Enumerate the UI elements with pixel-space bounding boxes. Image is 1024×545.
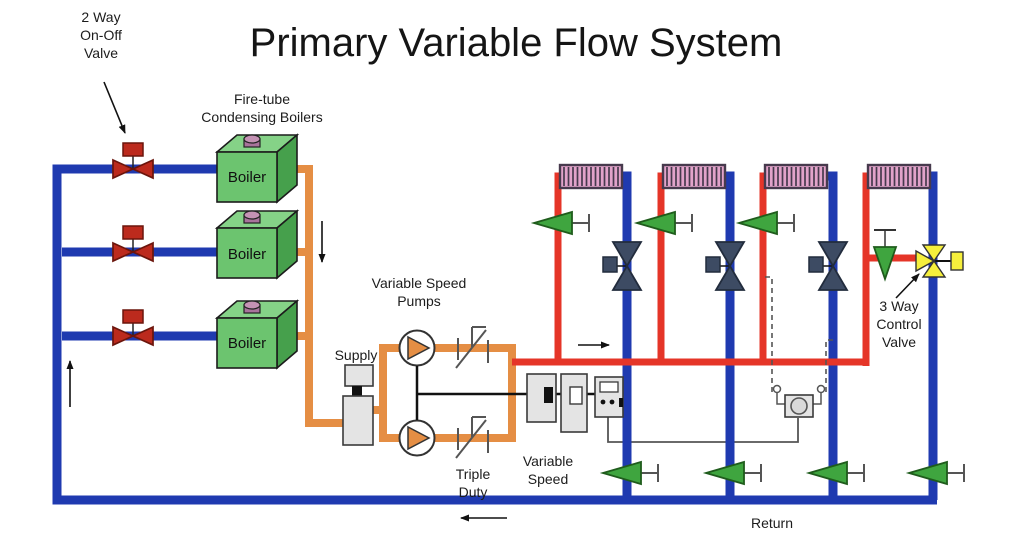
boiler-2-label: Boiler bbox=[228, 246, 266, 263]
label-arrow-three-way-valve bbox=[895, 273, 920, 299]
starter-box bbox=[526, 373, 557, 423]
pump-control-wiring bbox=[415, 366, 595, 420]
return-balancing-valve-3 bbox=[808, 461, 865, 485]
boiler-3-label: Boiler bbox=[228, 335, 266, 352]
vfd-dp-sensor-wire bbox=[607, 417, 799, 443]
cooling-coil-4 bbox=[866, 163, 932, 190]
coil3-return-riser bbox=[823, 171, 838, 500]
two-way-control-valve-1 bbox=[602, 241, 642, 291]
vfd-controller bbox=[594, 376, 624, 418]
two-way-control-valve-2 bbox=[705, 241, 745, 291]
boiler-supply-piping bbox=[288, 165, 516, 442]
supply-sensor bbox=[342, 364, 374, 446]
coil3-supply-riser bbox=[759, 172, 769, 365]
coil4-supply-riser bbox=[862, 172, 872, 366]
boiler1-header bbox=[288, 165, 344, 427]
coil1-supply-riser bbox=[554, 172, 564, 365]
return-piping bbox=[52, 164, 938, 505]
differential-pressure-sensor bbox=[765, 276, 833, 418]
cooling-coil-3 bbox=[763, 163, 829, 190]
pump-bottom bbox=[398, 419, 436, 457]
pump-top bbox=[398, 329, 436, 367]
three-way-control-valve bbox=[915, 244, 964, 278]
balancing-valve-coil-1 bbox=[533, 211, 590, 235]
coil1-return-riser bbox=[618, 171, 632, 500]
coil2-return-riser bbox=[721, 171, 735, 500]
coil4-return-riser bbox=[926, 171, 938, 500]
boiler-1-label: Boiler bbox=[228, 169, 266, 186]
cooling-coil-2 bbox=[661, 163, 727, 190]
balancing-valve-coil-2 bbox=[636, 211, 693, 235]
disconnect-box bbox=[560, 373, 588, 433]
return-balancing-valve-2 bbox=[705, 461, 762, 485]
two-way-control-valve-3 bbox=[808, 241, 848, 291]
return-balancing-valve-4 bbox=[908, 461, 965, 485]
label-arrow-two-way-valve bbox=[103, 81, 126, 134]
balancing-valve-coil-3 bbox=[738, 211, 795, 235]
cooling-coil-1 bbox=[558, 163, 624, 190]
coil2-supply-riser bbox=[657, 172, 667, 365]
bypass-valve bbox=[872, 229, 898, 282]
flow-arrows bbox=[66, 81, 920, 522]
boiler-3: Boiler bbox=[216, 300, 298, 369]
boiler-1: Boiler bbox=[216, 134, 298, 203]
boiler-2: Boiler bbox=[216, 210, 298, 279]
return-balancing-valve-1 bbox=[602, 461, 659, 485]
pump-loop bbox=[379, 344, 516, 442]
